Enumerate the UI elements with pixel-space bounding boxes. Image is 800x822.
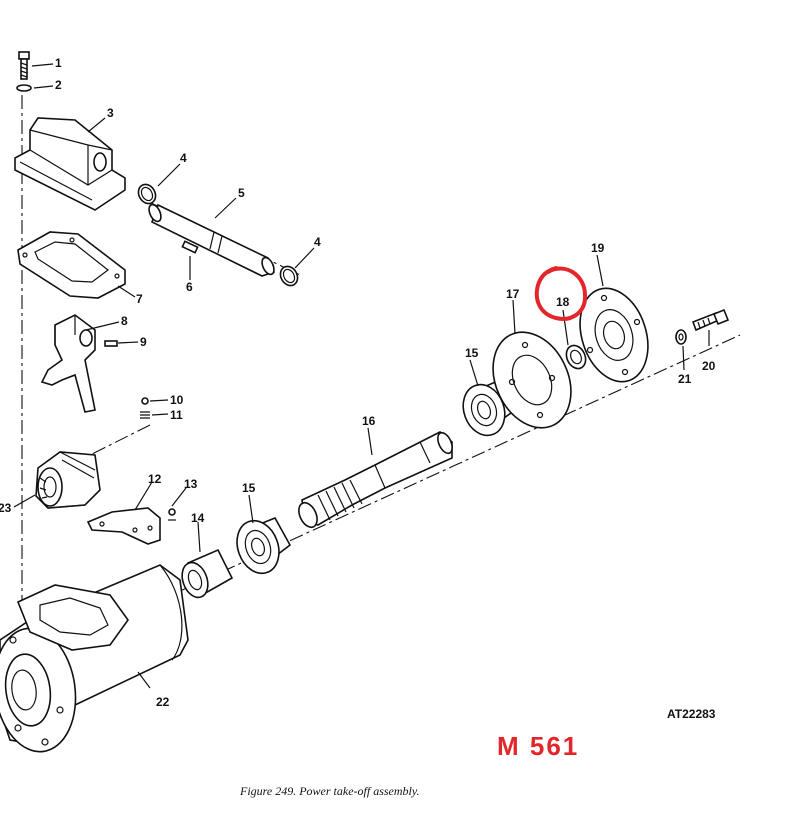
part-20-cap-screw — [691, 308, 730, 332]
part-6-key — [181, 240, 199, 254]
part-4-o-ring-upper — [137, 183, 157, 205]
part-10-detent-ball — [141, 397, 149, 405]
callout-18: 18 — [556, 295, 570, 309]
callout-4-lower: 4 — [314, 235, 321, 249]
callout-15-lower: 15 — [242, 481, 256, 495]
part-18-seal-ring — [565, 344, 587, 370]
model-number-stamp: M 561 — [497, 731, 580, 761]
callout-19: 19 — [591, 241, 605, 255]
callout-2: 2 — [55, 78, 62, 92]
callout-10: 10 — [170, 393, 184, 407]
part-17-retainer-plate — [492, 331, 572, 429]
callout-15-upper: 15 — [465, 346, 479, 360]
part-11-spring — [140, 411, 150, 419]
part-3-housing-cover — [14, 117, 126, 211]
callout-20: 20 — [702, 359, 716, 373]
part-16-splined-shaft — [298, 431, 453, 529]
highlight-circle-part-18 — [534, 266, 588, 321]
callout-5: 5 — [238, 186, 245, 200]
callout-12: 12 — [148, 472, 162, 486]
callout-14: 14 — [191, 511, 205, 525]
callout-labels: 1 2 3 4 5 4 6 7 8 9 10 11 12 13 14 15 16… — [0, 56, 716, 709]
callout-16: 16 — [362, 414, 376, 428]
part-2-washer — [16, 84, 32, 92]
part-14-bushing — [181, 548, 234, 599]
part-4-o-ring-lower — [279, 265, 299, 287]
callout-22: 22 — [156, 695, 170, 709]
part-8-shift-fork — [40, 314, 96, 413]
callout-6: 6 — [186, 280, 193, 294]
callout-4-upper: 4 — [180, 151, 187, 165]
callout-1: 1 — [55, 56, 62, 70]
callout-8: 8 — [121, 314, 128, 328]
part-13-pin — [168, 508, 176, 521]
part-1-bolt — [18, 51, 30, 80]
figure-caption: Figure 249. Power take-off assembly. — [240, 784, 420, 798]
callout-23: 23 — [0, 501, 12, 515]
callout-9: 9 — [140, 335, 147, 349]
part-15-bearing-lower — [236, 516, 292, 575]
callout-3: 3 — [107, 106, 114, 120]
leader-lines — [13, 63, 710, 689]
part-22-main-housing — [0, 564, 189, 753]
callout-13: 13 — [184, 477, 198, 491]
callout-11: 11 — [170, 408, 183, 422]
part-9-set-screw — [104, 340, 118, 347]
part-5-shaft — [148, 203, 276, 277]
part-23-coupling — [35, 451, 101, 509]
callout-7: 7 — [136, 292, 143, 306]
part-21-lock-washer — [675, 329, 687, 345]
part-19-end-cover — [579, 287, 649, 383]
callout-17: 17 — [506, 287, 520, 301]
callout-21: 21 — [678, 372, 692, 386]
part-7-gasket — [17, 231, 126, 299]
drawing-reference-code: AT22283 — [667, 707, 716, 721]
part-12-plate — [86, 507, 161, 545]
